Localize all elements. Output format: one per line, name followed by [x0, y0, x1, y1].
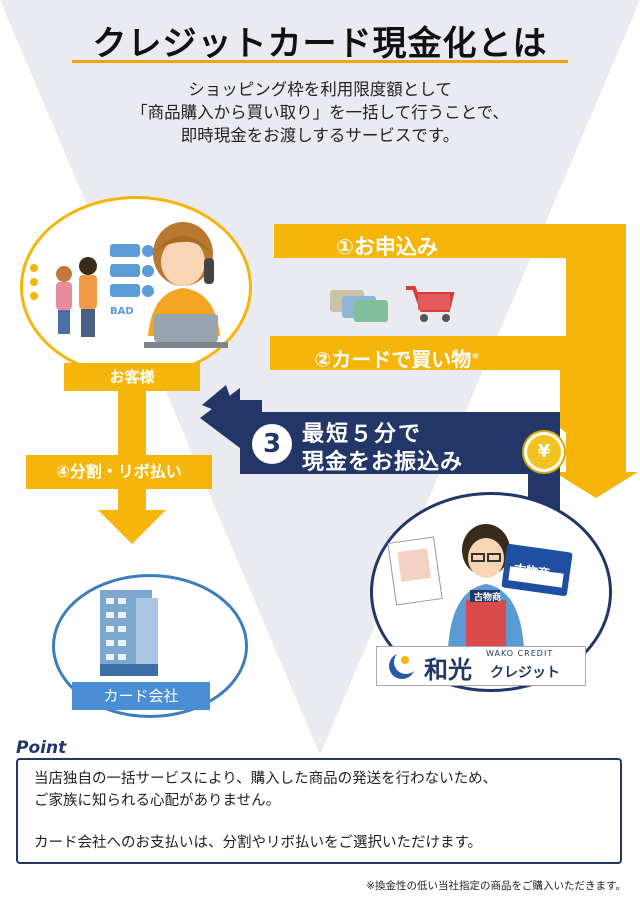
step2-text: ②カードで買い物 [314, 347, 472, 372]
card-icon [354, 300, 388, 322]
cards-and-cart-illustration [330, 286, 455, 322]
step2-note-mark: ※ [471, 351, 480, 362]
customer-illustration: BAD [30, 222, 228, 348]
brand-name-english: WAKO CREDIT [486, 649, 554, 658]
point-paragraph-2: カード会社へのお支払いは、分割やリボ払いをご選択いただけます。 [34, 835, 483, 851]
funnel-background [0, 0, 640, 755]
clerk-figure [448, 524, 524, 648]
title-underline [72, 60, 568, 63]
shopping-cart-icon [406, 286, 455, 322]
bad-tag: BAD [110, 306, 134, 317]
step3-band [240, 412, 560, 515]
lead-text: ショッピング枠を利用限度額として 「商品購入から買い取り」を一括して行うことで、… [40, 78, 600, 147]
brand-name-kanji: 和光 [424, 655, 472, 684]
document-icon [387, 536, 443, 606]
brand-crescent-icon [389, 650, 418, 679]
license-badge-text: 古物商 [513, 561, 551, 581]
lead-line-3: 即時現金をお渡しするサービスです。 [180, 126, 460, 145]
point-paragraph-1: 当店独自の一括サービスにより、購入した商品の発送を行わないため、 ご家族に知られ… [34, 768, 614, 812]
complaint-icons [30, 244, 154, 300]
lead-line-1: ショッピング枠を利用限度額として [188, 80, 452, 99]
lead-line-2: 「商品購入から買い取り」を一括して行うことで、 [131, 103, 509, 122]
step3-arrowhead [200, 388, 262, 448]
step1-label: ①お申込み [336, 235, 438, 259]
customer-label: お客様 [64, 363, 200, 391]
office-building-icon [100, 590, 158, 676]
step3-line2: 現金をお振込み [302, 450, 464, 475]
family-figures [56, 257, 97, 337]
point-line-1: 当店独自の一括サービスにより、購入した商品の発送を行わないため、 [34, 771, 498, 787]
page-title: クレジットカード現金化とは [92, 24, 548, 64]
shop-clerk-illustration: 古物商 古物商 [387, 524, 573, 648]
step4-band [26, 455, 212, 489]
step3-arrow-tip [202, 385, 238, 420]
point-heading: Point [16, 738, 67, 758]
step2-arrow [270, 336, 610, 444]
card-company-label: カード会社 [72, 682, 210, 710]
step2-label: ②カードで買い物※ [282, 341, 512, 376]
apron-badge-text: 古物商 [474, 591, 501, 603]
yen-coin-icon: ¥ [524, 432, 564, 472]
license-badge-icon [501, 544, 573, 596]
point-line-2: ご家族に知られる心配がありません。 [34, 793, 281, 809]
footnote: ※換金性の低い当社指定の商品をご購入いただきます。 [366, 880, 626, 892]
customer-woman [144, 222, 228, 348]
step4-label: ④分割・リボ払い [56, 462, 182, 481]
step1-arrow [274, 224, 638, 498]
step3-number: 3 [252, 424, 292, 464]
brand-name-kana: クレジット [490, 665, 560, 681]
step3-line1: 最短５分で [302, 422, 423, 447]
point-box [16, 758, 622, 864]
